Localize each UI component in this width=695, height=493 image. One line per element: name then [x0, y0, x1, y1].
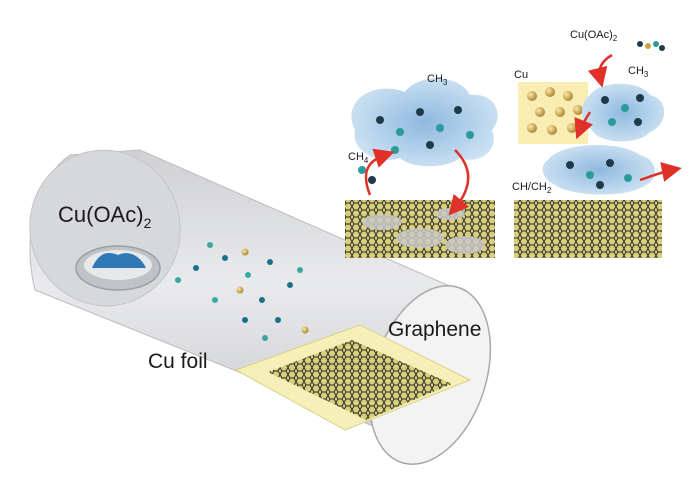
- ch-ch2-label: CH/CH2: [512, 181, 552, 195]
- precursor-main-label: Cu(OAc)2: [58, 202, 152, 231]
- graphene-label: Graphene: [388, 318, 481, 341]
- ch3-left-label: CH3: [427, 73, 448, 87]
- ch4-label: CH4: [348, 151, 369, 165]
- gas-particles: [175, 242, 353, 348]
- cu-foil-graphene: [234, 324, 472, 431]
- cu-inset-label: Cu: [514, 69, 528, 81]
- ch3-right-label: CH3: [628, 65, 649, 79]
- quartz-tube: [29, 149, 492, 465]
- precursor-boat: [75, 245, 161, 291]
- inset-right: [514, 41, 682, 258]
- cu-foil-label: Cu foil: [148, 350, 208, 373]
- precursor-inset-label: Cu(OAc)2: [570, 29, 618, 43]
- inset-left: [345, 78, 498, 258]
